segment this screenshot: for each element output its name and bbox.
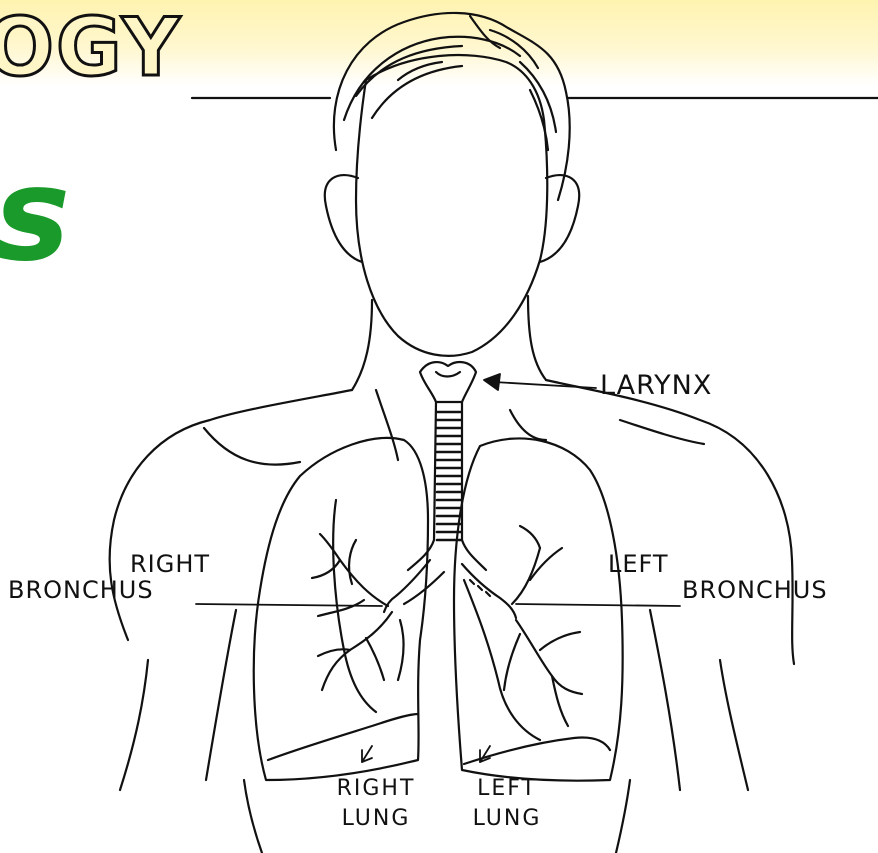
label-right-lung-line1: RIGHT <box>326 778 426 800</box>
label-left-bronchus-line2: BRONCHUS <box>682 578 828 602</box>
neck-right <box>352 300 372 390</box>
label-right-bronchus-line2: BRONCHUS <box>8 578 154 602</box>
trachea <box>408 402 486 570</box>
label-left-lung-line2: LUNG <box>462 808 552 830</box>
label-left-lung: LEFT LUNG <box>462 778 552 830</box>
larynx-shape <box>420 362 476 402</box>
label-left-bronchus-line1: LEFT <box>608 552 669 576</box>
label-right-lung: RIGHT LUNG <box>326 778 426 830</box>
hair <box>334 13 570 200</box>
label-right-lung-line2: LUNG <box>326 808 426 830</box>
left-shoulder <box>546 380 794 664</box>
left-bronchus <box>462 526 582 726</box>
left-lung <box>454 438 623 780</box>
label-left-lung-line1: LEFT <box>462 778 552 800</box>
label-larynx: LARYNX <box>600 372 712 399</box>
right-lung <box>254 438 428 780</box>
neck-left <box>528 296 546 380</box>
label-right-bronchus-line1: RIGHT <box>130 552 210 576</box>
